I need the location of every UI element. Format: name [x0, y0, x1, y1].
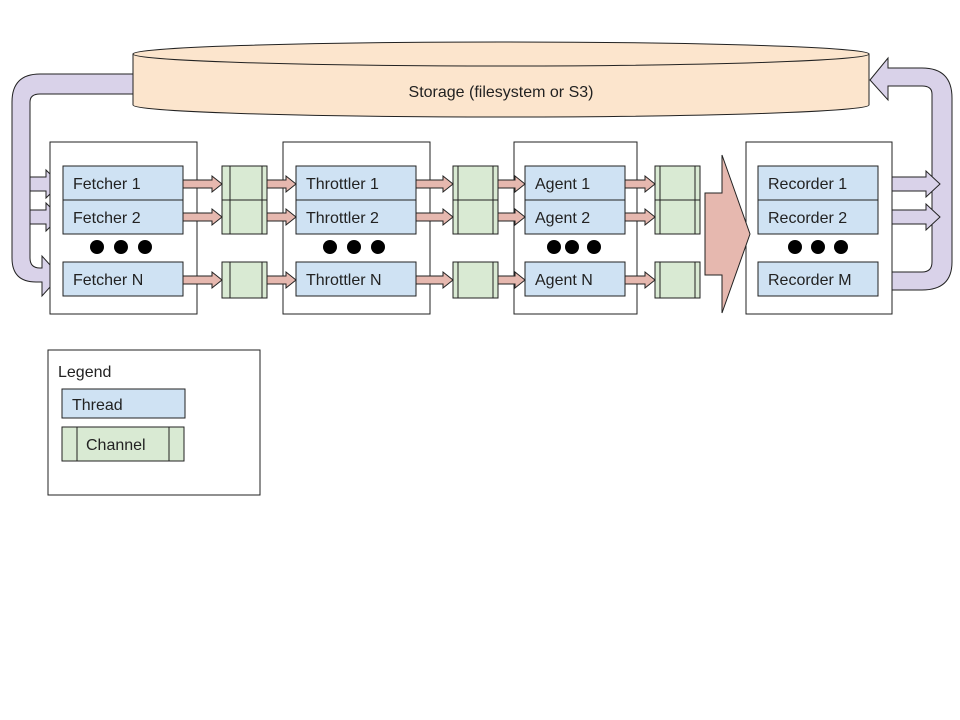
- thread-label-throttler-1: Throttler 1: [306, 176, 379, 193]
- flow-arrow: [415, 270, 454, 290]
- thread-box-throttler-2: [295, 199, 417, 235]
- thread-box-recorder-1: [757, 165, 879, 201]
- storage-top: [132, 41, 870, 67]
- channel-box: [452, 165, 499, 201]
- thread-box-recorder-2: [757, 199, 879, 235]
- flow-arrow: [266, 174, 297, 194]
- ellipsis-dot: [565, 240, 579, 254]
- channels-fetch-to-throttle: [221, 165, 268, 299]
- right-loop-band: [869, 56, 953, 291]
- flow-arrow: [266, 270, 297, 290]
- flow-arrow: [624, 207, 656, 227]
- thread-label-fetcher-1: Fetcher 1: [73, 176, 141, 193]
- thread-box-recorder-m: [757, 261, 879, 297]
- flow-arrow: [624, 174, 656, 194]
- flow-arrow: [182, 270, 223, 290]
- thread-label-recorder-m: Recorder M: [768, 272, 852, 289]
- flow-arrow: [415, 174, 454, 194]
- flow-arrow: [624, 270, 656, 290]
- channel-box: [654, 199, 701, 235]
- legend-channel-swatch: [61, 426, 185, 462]
- flow-arrow: [497, 174, 526, 194]
- ellipsis-dot: [90, 240, 104, 254]
- throttler-threads: Throttler 1 Throttler 2 Throttler N: [295, 165, 417, 297]
- flow-arrow: [415, 207, 454, 227]
- thread-box-throttler-1: [295, 165, 417, 201]
- thread-label-throttler-n: Throttler N: [306, 272, 382, 289]
- legend: Legend Thread Channel: [47, 349, 261, 496]
- right-return-loop: [869, 56, 953, 291]
- thread-label-agent-1: Agent 1: [535, 176, 590, 193]
- thread-label-agent-n: Agent N: [535, 272, 593, 289]
- channel-box: [654, 165, 701, 201]
- channel-box: [452, 199, 499, 235]
- storage-cylinder: Storage (filesystem or S3): [132, 41, 870, 118]
- flow-arrow: [497, 270, 526, 290]
- agent-threads: Agent 1 Agent 2 Agent N: [524, 165, 626, 297]
- thread-box-fetcher-2: [62, 199, 184, 235]
- ellipsis-dot: [347, 240, 361, 254]
- thread-label-throttler-2: Throttler 2: [306, 210, 379, 227]
- thread-label-fetcher-n: Fetcher N: [73, 272, 143, 289]
- legend-thread-swatch: [61, 388, 186, 419]
- legend-channel-label: Channel: [86, 437, 146, 454]
- thread-box-agent-n: [524, 261, 626, 297]
- legend-title: Legend: [58, 364, 111, 381]
- legend-thread-label: Thread: [72, 397, 123, 414]
- channel-box: [221, 199, 268, 235]
- flow-arrows: [182, 174, 656, 290]
- ellipsis-dot: [547, 240, 561, 254]
- legend-box: [47, 349, 261, 496]
- ellipsis-dot: [587, 240, 601, 254]
- thread-label-fetcher-2: Fetcher 2: [73, 210, 141, 227]
- channels-throttle-to-agent: [452, 165, 499, 299]
- ellipsis-dot: [323, 240, 337, 254]
- channel-box: [221, 165, 268, 201]
- flow-arrow: [266, 207, 297, 227]
- channel-box: [452, 261, 499, 299]
- thread-label-agent-2: Agent 2: [535, 210, 590, 227]
- flow-arrow: [182, 207, 223, 227]
- channel-box: [654, 261, 701, 299]
- fetcher-threads: Fetcher 1 Fetcher 2 Fetcher N: [62, 165, 184, 297]
- thread-label-recorder-1: Recorder 1: [768, 176, 847, 193]
- ellipsis-dot: [834, 240, 848, 254]
- ellipsis-dot: [811, 240, 825, 254]
- ellipsis-dot: [138, 240, 152, 254]
- thread-label-recorder-2: Recorder 2: [768, 210, 847, 227]
- thread-box-throttler-n: [295, 261, 417, 297]
- storage-label: Storage (filesystem or S3): [409, 84, 594, 101]
- channels-agent-to-recorder: [654, 165, 701, 299]
- ellipsis-dot: [371, 240, 385, 254]
- ellipsis-dot: [788, 240, 802, 254]
- ellipsis-dot: [114, 240, 128, 254]
- flow-arrow: [182, 174, 223, 194]
- fan-in-arrow: [704, 154, 751, 314]
- recorder-threads: Recorder 1 Recorder 2 Recorder M: [757, 165, 879, 297]
- channel-box: [221, 261, 268, 299]
- storage-body: [132, 53, 870, 118]
- flow-arrow: [497, 207, 526, 227]
